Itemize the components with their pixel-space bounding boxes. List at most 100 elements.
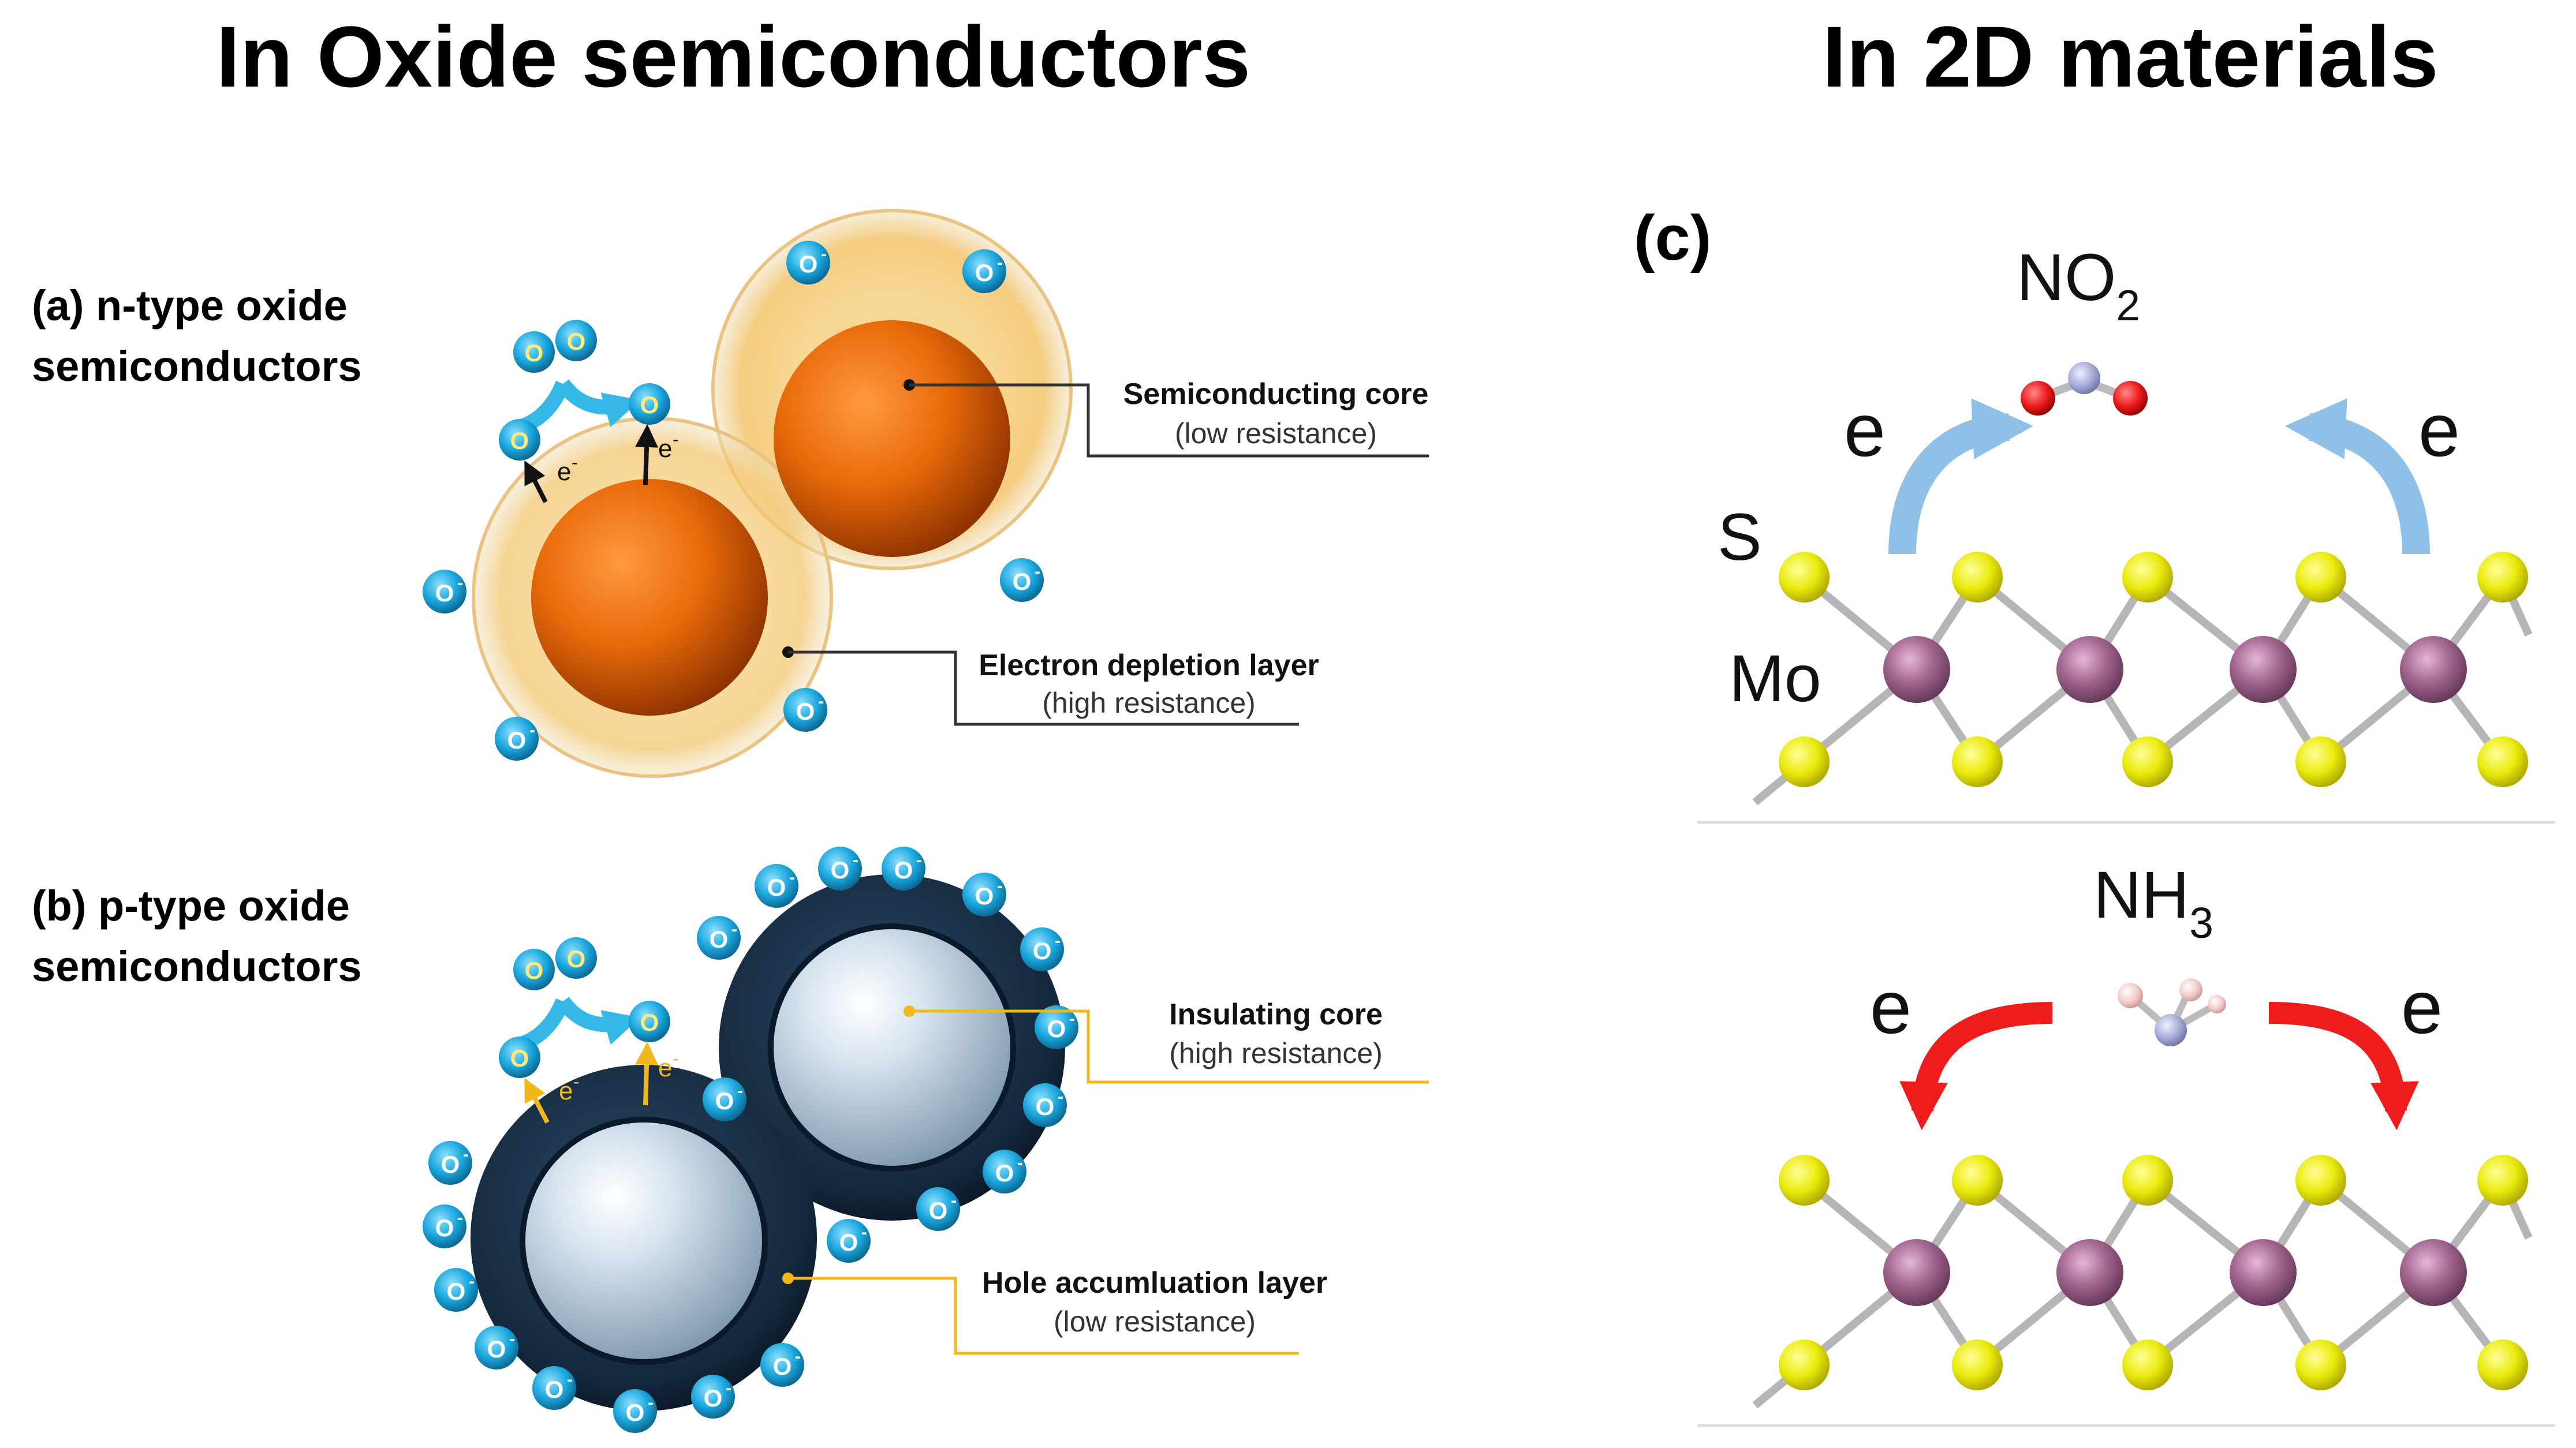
molybdenum-label: Mo bbox=[1729, 642, 1821, 716]
electron-label-nh3-left: e bbox=[1870, 965, 1912, 1049]
svg-text:-: - bbox=[673, 1048, 679, 1069]
sulfur-atom bbox=[2477, 552, 2528, 603]
sulfur-label: S bbox=[1718, 500, 1762, 574]
leader-core-a bbox=[909, 383, 1429, 458]
sulfur-atom bbox=[2477, 1340, 2528, 1390]
oxygen-ion: O- bbox=[1000, 558, 1044, 602]
svg-text:-: - bbox=[795, 1347, 801, 1366]
svg-text:O: O bbox=[640, 1009, 659, 1036]
svg-text:-: - bbox=[951, 1191, 957, 1210]
svg-text:-: - bbox=[789, 868, 795, 887]
insulating-core-back bbox=[768, 923, 1016, 1172]
oxygen-ion: O- bbox=[962, 873, 1006, 916]
dissociation-arc-b bbox=[557, 997, 641, 1045]
sulfur-atom bbox=[1952, 1340, 2003, 1390]
svg-text:O: O bbox=[525, 957, 544, 984]
svg-text:O: O bbox=[929, 1197, 948, 1224]
svg-text:O: O bbox=[441, 1151, 460, 1178]
panel-c: (c) NO2 e e S Mo NH3 bbox=[1634, 203, 2555, 1427]
oxygen-ion: O bbox=[629, 383, 670, 425]
sulfur-atom bbox=[2295, 736, 2346, 787]
molybdenum-atom bbox=[2400, 636, 2467, 703]
leader-layer-b bbox=[788, 1277, 1299, 1355]
svg-text:-: - bbox=[469, 1272, 475, 1291]
svg-text:-: - bbox=[1058, 1087, 1063, 1106]
oxygen-ion: O- bbox=[532, 1366, 576, 1410]
svg-text:O: O bbox=[799, 250, 818, 278]
svg-text:-: - bbox=[529, 721, 535, 740]
sulfur-atom bbox=[2477, 736, 2528, 787]
svg-text:-: - bbox=[573, 1071, 580, 1092]
electron-label-no2-left: e bbox=[1844, 388, 1886, 472]
oxygen-ion: O- bbox=[423, 1204, 466, 1248]
electron-label-no2-right: e bbox=[2418, 388, 2460, 472]
nh3-molecule bbox=[2118, 978, 2226, 1046]
core-b-title: Insulating core bbox=[1169, 998, 1383, 1031]
oxygen-ion: O- bbox=[760, 1343, 804, 1387]
electron-label-b-left: e bbox=[559, 1077, 573, 1105]
nitrogen-atom bbox=[2155, 1014, 2187, 1046]
svg-text:O: O bbox=[995, 1159, 1014, 1187]
svg-text:-: - bbox=[853, 851, 858, 870]
oxygen-ion: O- bbox=[1035, 1005, 1078, 1049]
svg-text:O: O bbox=[894, 856, 913, 884]
sulfur-atom bbox=[1779, 736, 1830, 787]
molybdenum-atom bbox=[1883, 636, 1950, 703]
heading-2d: In 2D materials bbox=[1822, 8, 2438, 105]
oxygen-ion: O bbox=[499, 1037, 540, 1078]
oxygen-ion: O- bbox=[827, 1219, 871, 1263]
oxygen-ion-group-b: O-O-O-O-O-O-O-O-O-O-O-O-O-O-O-O-O-O-O-O- bbox=[423, 847, 1078, 1433]
nitrogen-atom bbox=[2068, 362, 2100, 394]
svg-text:O: O bbox=[510, 1045, 529, 1072]
electron-label-a-left: e bbox=[557, 458, 571, 486]
sulfur-atom bbox=[2122, 552, 2173, 603]
electron-arrow-b-right bbox=[635, 1042, 659, 1106]
electron-arrow-from-nh3-left bbox=[1899, 1002, 2053, 1131]
oxygen-molecule-b: O O bbox=[513, 937, 597, 990]
oxygen-ion: O- bbox=[818, 847, 862, 890]
svg-text:-: - bbox=[463, 1145, 469, 1164]
sulfur-atom bbox=[1779, 1155, 1830, 1206]
hydrogen-atom bbox=[2118, 983, 2143, 1008]
sulfur-atom bbox=[2295, 1155, 2346, 1206]
svg-text:-: - bbox=[916, 851, 922, 870]
electron-arrow-from-nh3-right bbox=[2268, 1002, 2419, 1131]
svg-text:O: O bbox=[1033, 937, 1052, 964]
electron-label-nh3-right: e bbox=[2401, 965, 2443, 1049]
oxygen-atom bbox=[2113, 381, 2148, 416]
sulfur-atom bbox=[2295, 1340, 2346, 1390]
oxygen-ion: O- bbox=[423, 570, 466, 613]
core-b-sub: (high resistance) bbox=[1169, 1037, 1383, 1069]
dissociation-arc-a bbox=[557, 379, 641, 428]
hydrogen-atom bbox=[2208, 995, 2226, 1013]
sulfur-atom bbox=[2122, 1155, 2173, 1206]
oxygen-ion: O- bbox=[755, 864, 798, 908]
electron-arrow-to-no2-right bbox=[2284, 398, 2430, 555]
molybdenum-atom bbox=[2230, 636, 2297, 703]
oxygen-ion-group-a: O- O- O- O- O- O- bbox=[423, 241, 1044, 761]
oxygen-ion: O- bbox=[882, 847, 925, 890]
svg-text:O: O bbox=[796, 698, 815, 725]
svg-text:O: O bbox=[773, 1353, 792, 1380]
core-a-sub: (low resistance) bbox=[1175, 417, 1377, 450]
svg-text:-: - bbox=[861, 1223, 867, 1242]
svg-text:-: - bbox=[821, 245, 827, 264]
mos2-lattice-top bbox=[1752, 552, 2533, 806]
oxygen-ion: O- bbox=[697, 916, 741, 960]
panel-a-label-line2: semiconductors bbox=[32, 342, 362, 390]
svg-text:O: O bbox=[567, 945, 586, 972]
no2-molecule bbox=[2021, 362, 2148, 416]
oxygen-ion: O- bbox=[1023, 1083, 1067, 1127]
svg-text:-: - bbox=[737, 1082, 743, 1101]
panel-c-label: (c) bbox=[1634, 203, 1711, 274]
svg-text:O: O bbox=[704, 1385, 723, 1412]
sulfur-atom bbox=[1779, 552, 1830, 603]
svg-text:-: - bbox=[997, 253, 1003, 272]
svg-text:O: O bbox=[715, 1087, 734, 1114]
svg-text:O: O bbox=[567, 328, 586, 355]
electron-arrow-b-left bbox=[524, 1077, 550, 1124]
svg-text:-: - bbox=[997, 877, 1003, 896]
layer-b-sub: (low resistance) bbox=[1054, 1305, 1256, 1338]
svg-text:-: - bbox=[572, 452, 578, 473]
